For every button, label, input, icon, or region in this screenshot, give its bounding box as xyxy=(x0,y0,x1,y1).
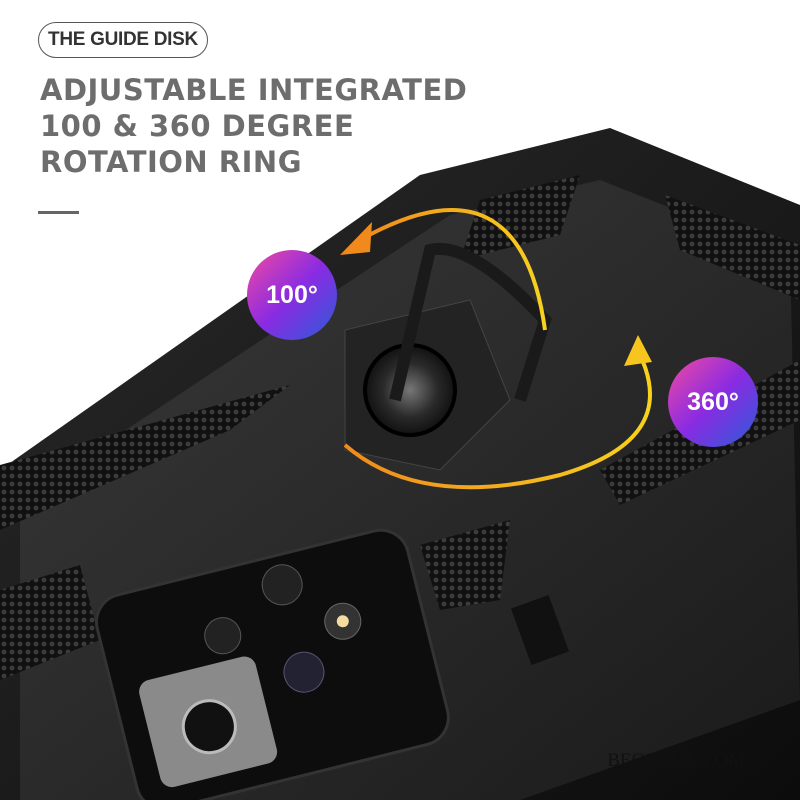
watermark: BECOQUE.COM xyxy=(607,750,745,771)
grip-texture xyxy=(0,565,100,680)
grip-texture xyxy=(420,520,510,610)
label-100-degree: 100° xyxy=(266,280,318,309)
rotation-arrow-100 xyxy=(359,208,547,331)
ring-loop xyxy=(389,242,552,402)
label-360-degree: 360° xyxy=(687,387,739,416)
arrow-head xyxy=(624,335,652,366)
headline: ADJUSTABLE INTEGRATED 100 & 360 DEGREE R… xyxy=(40,72,467,180)
grip-texture xyxy=(460,175,580,260)
grip-texture xyxy=(665,195,800,300)
side-button xyxy=(510,594,570,666)
rotation-arrow-360 xyxy=(343,354,652,490)
badge-360-circle xyxy=(668,357,758,447)
headline-line-3: ROTATION RING xyxy=(40,145,302,179)
headline-line-1: ADJUSTABLE INTEGRATED xyxy=(40,73,468,107)
badge-100-circle xyxy=(247,250,337,340)
grip-texture xyxy=(0,385,290,530)
divider xyxy=(38,211,79,214)
arrow-head xyxy=(340,222,372,255)
headline-line-2: 100 & 360 DEGREE xyxy=(40,109,355,143)
camera-module xyxy=(95,528,450,800)
guide-disk-badge: THE GUIDE DISK xyxy=(38,22,208,58)
